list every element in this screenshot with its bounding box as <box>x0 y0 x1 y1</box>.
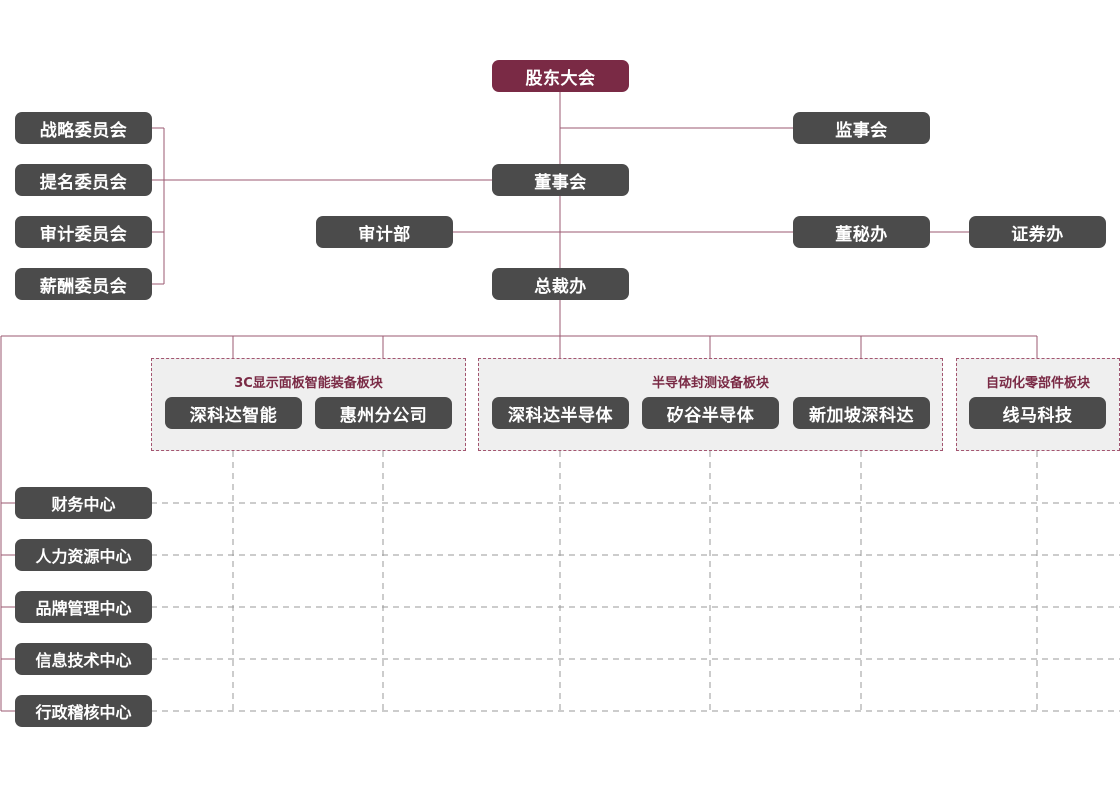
company-node[interactable]: 深科达智能 <box>165 397 302 429</box>
segment-title: 3C显示面板智能装备板块 <box>234 375 383 391</box>
company-node[interactable]: 线马科技 <box>969 397 1106 429</box>
segment-title: 自动化零部件板块 <box>985 375 1090 391</box>
board-of-directors-node[interactable]: 董事会 <box>492 164 629 196</box>
center-node-admin-audit[interactable]: 行政稽核中心 <box>15 695 152 727</box>
company-node[interactable]: 新加坡深科达 <box>793 397 930 429</box>
shareholders-meeting-node[interactable]: 股东大会 <box>492 60 629 92</box>
center-node-brand[interactable]: 品牌管理中心 <box>15 591 152 623</box>
matrix-grid <box>151 451 1120 712</box>
committee-node-audit[interactable]: 审计委员会 <box>15 216 152 248</box>
company-node[interactable]: 矽谷半导体 <box>642 397 779 429</box>
company-node[interactable]: 惠州分公司 <box>315 397 452 429</box>
supervisory-board-node[interactable]: 监事会 <box>793 112 930 144</box>
segment-title: 半导体封测设备板块 <box>651 375 769 391</box>
president-office-node[interactable]: 总裁办 <box>492 268 629 300</box>
audit-department-node[interactable]: 审计部 <box>316 216 453 248</box>
securities-office-node[interactable]: 证券办 <box>969 216 1106 248</box>
center-node-finance[interactable]: 财务中心 <box>15 487 152 519</box>
committee-node-strategy[interactable]: 战略委员会 <box>15 112 152 144</box>
committee-node-nomination[interactable]: 提名委员会 <box>15 164 152 196</box>
center-node-it[interactable]: 信息技术中心 <box>15 643 152 675</box>
board-secretary-office-node[interactable]: 董秘办 <box>793 216 930 248</box>
center-node-hr[interactable]: 人力资源中心 <box>15 539 152 571</box>
committee-node-compensation[interactable]: 薪酬委员会 <box>15 268 152 300</box>
company-node[interactable]: 深科达半导体 <box>492 397 629 429</box>
